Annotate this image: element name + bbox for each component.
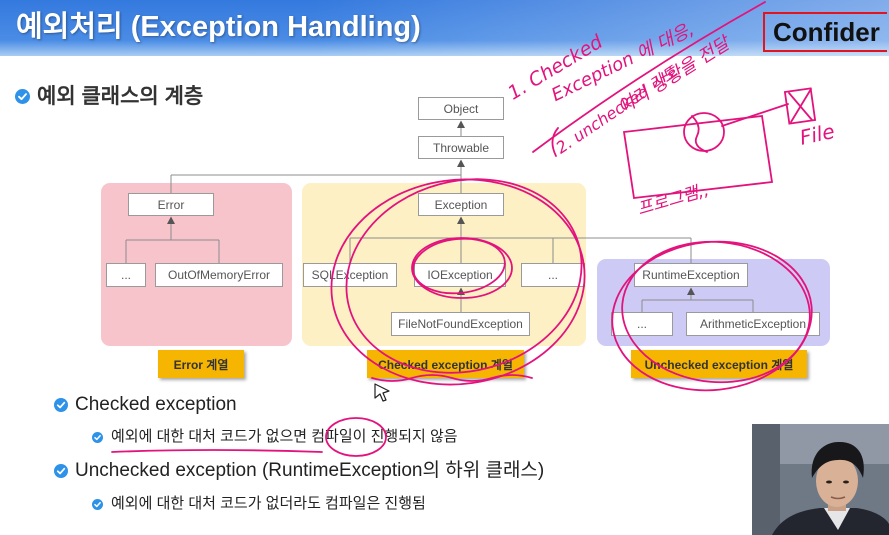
check-circle-icon: [92, 499, 103, 510]
class-sqlexception: SQLException: [303, 263, 397, 287]
class-filenotfoundexception: FileNotFoundException: [391, 312, 530, 336]
slide-title: 예외처리 (Exception Handling): [16, 11, 421, 43]
confidential-label: Confider: [763, 12, 887, 52]
class-outofmemoryerror: OutOfMemoryError: [155, 263, 283, 287]
arrowhead-ioexception: [457, 287, 465, 295]
checked-group-label: Checked exception 계열: [367, 350, 524, 378]
unchecked-group-label: Unchecked exception 계열: [631, 350, 807, 378]
arrowhead-throwable: [457, 159, 465, 167]
class-object: Object: [418, 97, 504, 120]
bullet-checked-exception: Checked exception: [75, 394, 237, 415]
sub-bullet-unchecked-description: 예외에 대한 대처 코드가 없더라도 컴파일은 진행됨: [111, 495, 426, 512]
class-throwable: Throwable: [418, 136, 504, 159]
connector-exception-children: [349, 220, 692, 263]
check-circle-icon: [54, 398, 68, 412]
class-arithmeticexception: ArithmeticException: [686, 312, 820, 336]
section-heading: 예외 클래스의 계층: [37, 85, 204, 108]
bullet-unchecked-exception: Unchecked exception (RuntimeException의 하…: [75, 460, 545, 481]
error-group-label: Error 계열: [158, 350, 244, 378]
check-circle-icon: [15, 89, 30, 104]
presenter-webcam: [752, 424, 889, 535]
connector-throwable-children: [170, 163, 462, 193]
class-checked-other: ...: [521, 263, 585, 287]
connector-error-children: [125, 220, 220, 263]
arrowhead-exception: [457, 216, 465, 224]
class-runtimeexception: RuntimeException: [634, 263, 748, 287]
check-circle-icon: [92, 432, 103, 443]
pointer-cursor-icon: [372, 381, 394, 408]
class-ioexception: IOException: [414, 263, 506, 287]
arrowhead-runtimeexception: [687, 287, 695, 295]
arrowhead-error: [167, 216, 175, 224]
class-error-other: ...: [106, 263, 146, 287]
class-error: Error: [128, 193, 214, 216]
check-circle-icon: [54, 464, 68, 478]
annotation-file-label: File: [797, 119, 837, 150]
class-unchecked-other: ...: [611, 312, 673, 336]
class-exception: Exception: [418, 193, 504, 216]
arrowhead-object: [457, 120, 465, 128]
connector-runtime-children: [641, 291, 754, 312]
